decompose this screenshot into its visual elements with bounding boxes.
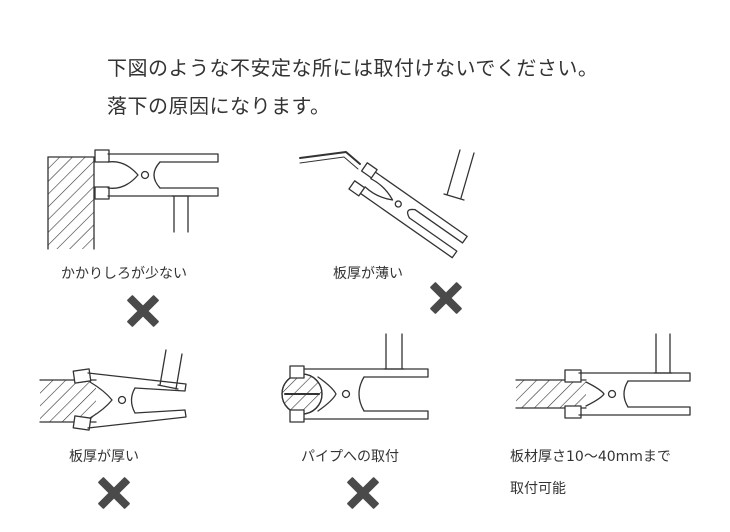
diagram-correct-mount xyxy=(515,333,691,419)
instruction-line-2: 落下の原因になります。 xyxy=(107,94,331,118)
diagram-pipe-mount xyxy=(281,333,429,423)
x-mark-icon xyxy=(346,476,380,510)
caption-thick-board: 板厚が厚い xyxy=(69,449,139,465)
diagram-small-overlap xyxy=(47,149,219,250)
caption-pipe-mount: パイプへの取付 xyxy=(301,449,399,465)
caption-correct-mount-line1: 板材厚さ10～40mmまで xyxy=(510,449,671,465)
x-mark-icon xyxy=(126,294,160,328)
diagram-thick-board xyxy=(39,349,187,431)
x-mark-icon xyxy=(97,476,131,510)
x-mark-icon xyxy=(429,281,463,315)
diagram-thin-board xyxy=(299,149,475,259)
instruction-line-1: 下図のような不安定な所には取付けないでください。 xyxy=(107,56,599,80)
caption-small-overlap: かかりしろが少ない xyxy=(61,266,187,282)
caption-correct-mount-line2: 取付可能 xyxy=(510,481,566,497)
caption-thin-board: 板厚が薄い xyxy=(333,266,403,282)
